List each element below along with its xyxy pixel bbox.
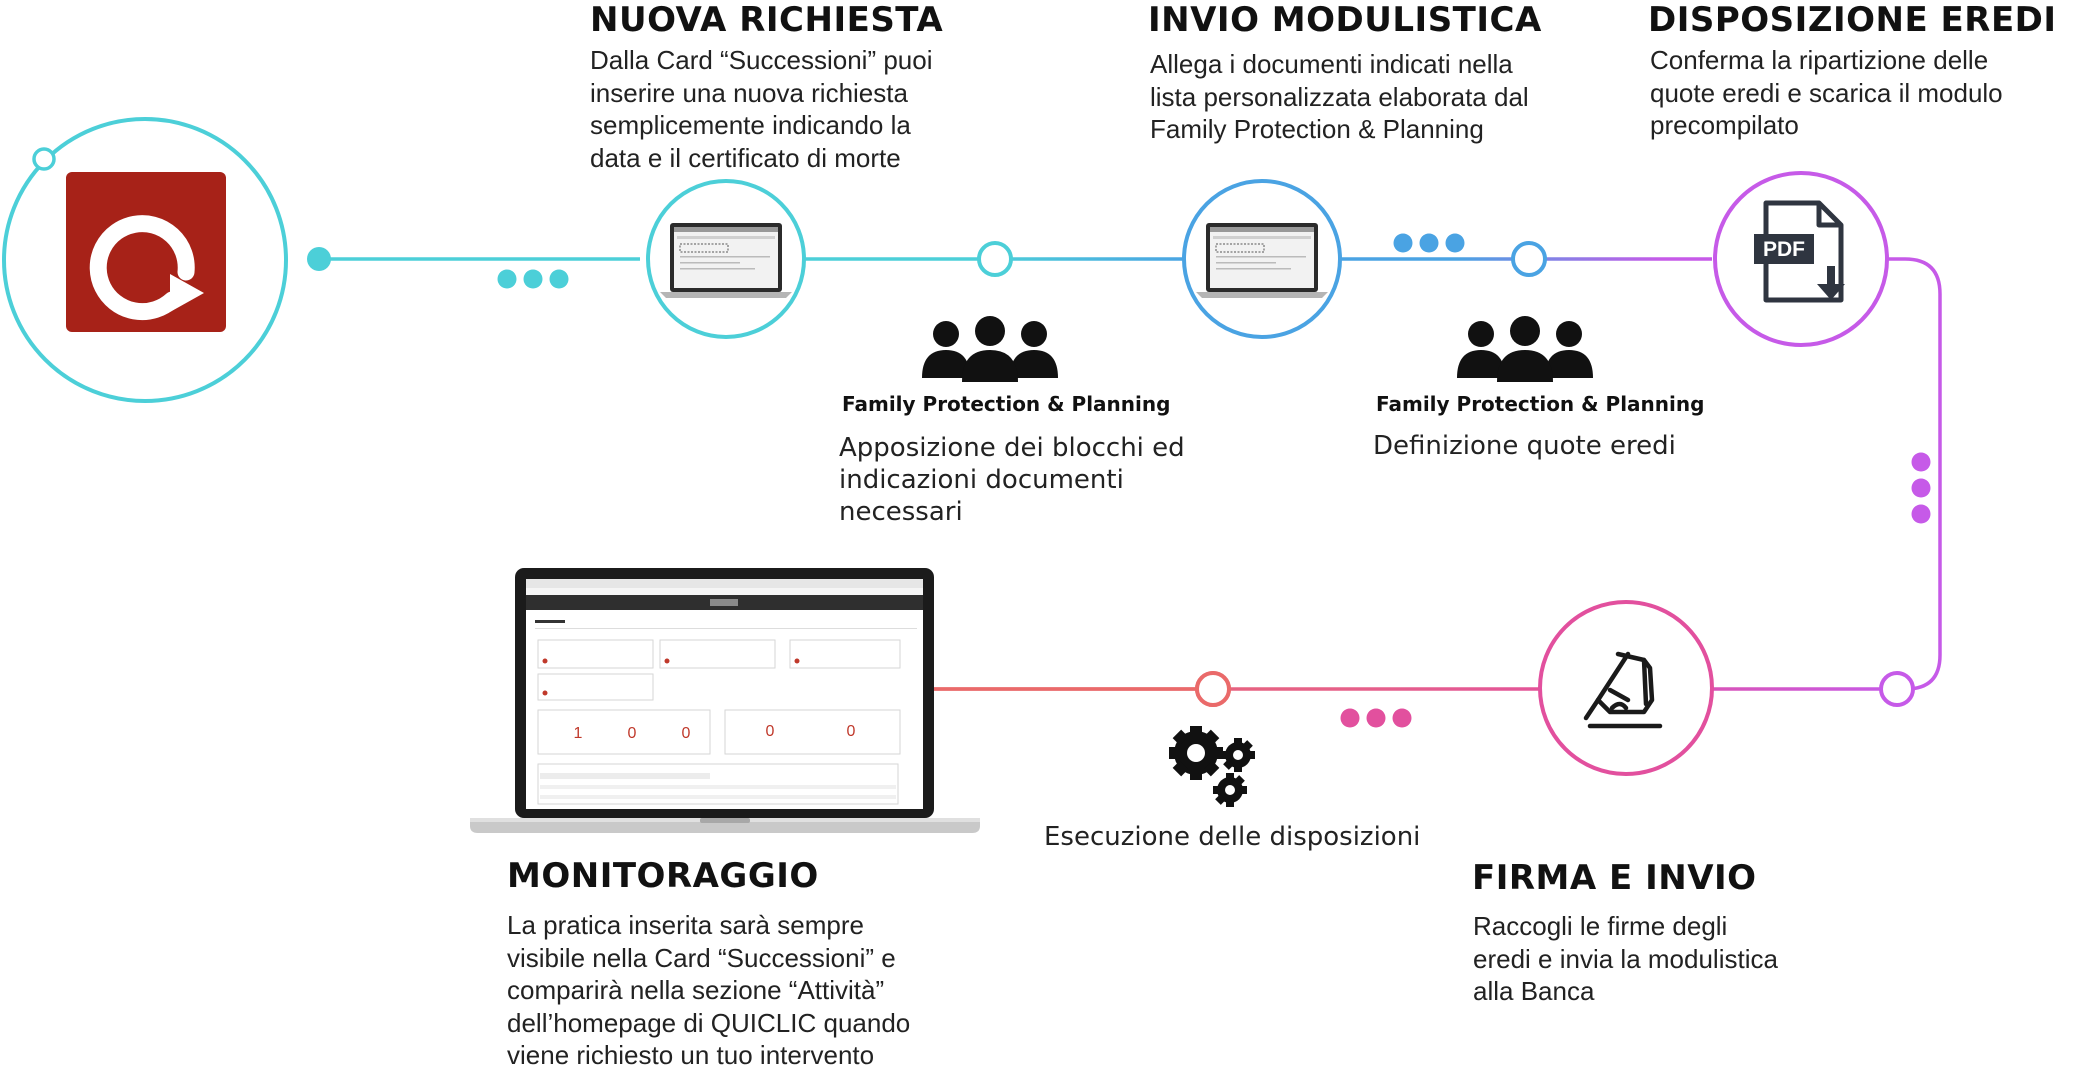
monitoraggio-title: MONITORAGGIO — [507, 856, 819, 896]
signing-hand-icon — [1583, 651, 1663, 729]
actor-label-fpp-1: Family Protection & Planning — [842, 392, 1171, 416]
progress-dots-4 — [1340, 708, 1412, 728]
dashboard-counter-4: 0 — [766, 723, 775, 740]
laptop-dashboard-icon: 1 0 0 0 0 — [470, 568, 980, 833]
progress-dots-2 — [1393, 233, 1465, 253]
monitoraggio-description: La pratica inserita sarà sempre visibile… — [507, 910, 911, 1070]
progress-dots-3 — [1911, 452, 1931, 524]
team-people-icon-2 — [1457, 316, 1593, 382]
laptop-icon — [1196, 223, 1328, 298]
actor-label-fpp-2: Family Protection & Planning — [1376, 392, 1705, 416]
actor-text-fpp-1: Apposizione dei blocchi ed indicazioni d… — [839, 433, 1185, 527]
firma-invio-title: FIRMA E INVIO — [1472, 858, 1757, 898]
gears-icon — [1169, 726, 1255, 807]
flow-start-node — [307, 247, 331, 271]
dashboard-counter-2: 0 — [628, 725, 637, 742]
nuova-richiesta-title: NUOVA RICHIESTA — [590, 0, 944, 40]
disposizione-eredi-step-icon: PDF — [1713, 171, 1889, 347]
laptop-icon — [660, 223, 792, 298]
quiclic-logo-icon — [2, 117, 288, 403]
flow-node-3 — [1879, 671, 1915, 707]
actor-text-fpp-2: Definizione quote eredi — [1373, 431, 1676, 461]
dashboard-counter-3: 0 — [682, 725, 691, 742]
dashboard-counter-5: 0 — [847, 723, 856, 740]
flow-node-2 — [1511, 241, 1547, 277]
invio-modulistica-step-icon — [1182, 179, 1342, 339]
team-people-icon-1 — [922, 316, 1058, 382]
flow-line-right-turn — [1888, 257, 1942, 691]
pdf-download-icon: PDF — [1754, 200, 1845, 303]
progress-dots-1 — [497, 269, 569, 289]
disposizione-eredi-description: Conferma la ripartizione delle quote ere… — [1650, 45, 2003, 140]
flow-node-1 — [977, 241, 1013, 277]
nuova-richiesta-description: Dalla Card “Successioni” puoi inserire u… — [590, 45, 933, 173]
svg-text:PDF: PDF — [1763, 238, 1805, 261]
firma-invio-step-icon — [1538, 600, 1714, 776]
dashboard-counter-1: 1 — [574, 725, 583, 742]
invio-modulistica-description: Allega i documenti indicati nella lista … — [1150, 49, 1529, 144]
nuova-richiesta-step-icon — [646, 179, 806, 339]
invio-modulistica-title: INVIO MODULISTICA — [1148, 0, 1542, 40]
execution-text: Esecuzione delle disposizioni — [1044, 822, 1421, 852]
disposizione-eredi-title: DISPOSIZIONE EREDI — [1648, 0, 2057, 40]
firma-invio-description: Raccogli le firme degli eredi e invia la… — [1473, 911, 1778, 1006]
